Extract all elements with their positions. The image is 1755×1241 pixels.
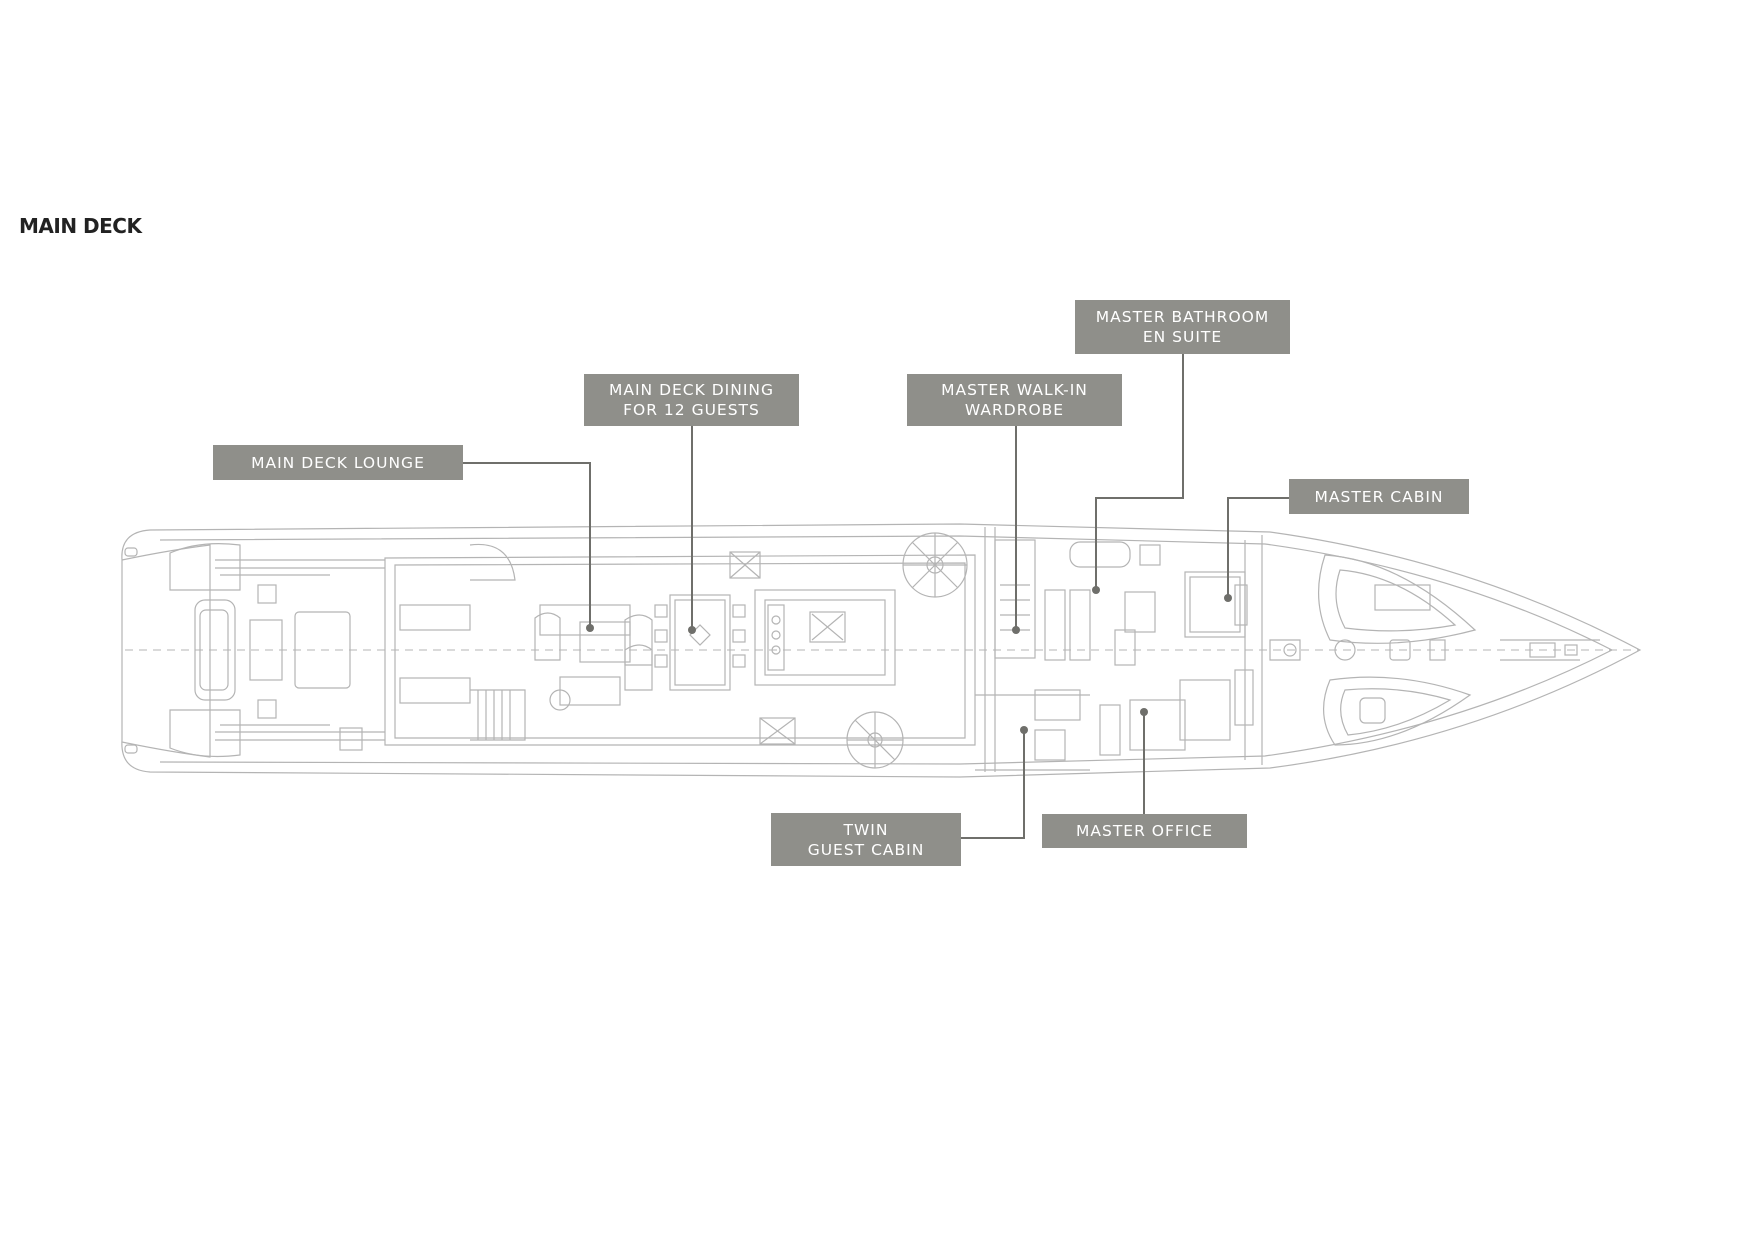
callout-master-cabin: MASTER CABIN xyxy=(1289,479,1469,514)
callout-line: GUEST CABIN xyxy=(807,840,925,859)
callout-line: MASTER OFFICE xyxy=(1076,822,1213,840)
callout-main-deck-lounge: MAIN DECK LOUNGE xyxy=(213,445,463,480)
leader-twin-guest xyxy=(961,730,1025,839)
leader-lounge xyxy=(463,462,591,628)
callout-line: MAIN DECK LOUNGE xyxy=(251,453,425,472)
callout-line: TWIN xyxy=(843,820,889,839)
callout-line: FOR 12 GUESTS xyxy=(623,401,760,419)
leader-lines xyxy=(463,353,1290,839)
leader-dots xyxy=(586,586,1232,734)
callout-line: EN SUITE xyxy=(1142,328,1223,346)
callout-line: WARDROBE xyxy=(964,401,1065,419)
callout-twin-guest-cabin: TWIN GUEST CABIN xyxy=(771,813,961,866)
callout-line: MASTER CABIN xyxy=(1314,487,1444,506)
callout-line: MASTER BATHROOM xyxy=(1095,308,1270,326)
callout-master-bathroom: MASTER BATHROOM EN SUITE xyxy=(1075,300,1290,354)
callout-main-deck-dining: MAIN DECK DINING FOR 12 GUESTS xyxy=(584,374,799,426)
callout-master-walk-in-wardrobe: MASTER WALK-IN WARDROBE xyxy=(907,374,1122,426)
callout-master-office: MASTER OFFICE xyxy=(1042,814,1247,848)
callout-line: MASTER WALK-IN xyxy=(941,381,1088,399)
callout-line: MAIN DECK DINING xyxy=(609,381,774,399)
leader-bathroom xyxy=(1095,353,1184,590)
leader-master-cabin xyxy=(1227,497,1290,598)
page-title: MAIN DECK xyxy=(19,214,142,238)
